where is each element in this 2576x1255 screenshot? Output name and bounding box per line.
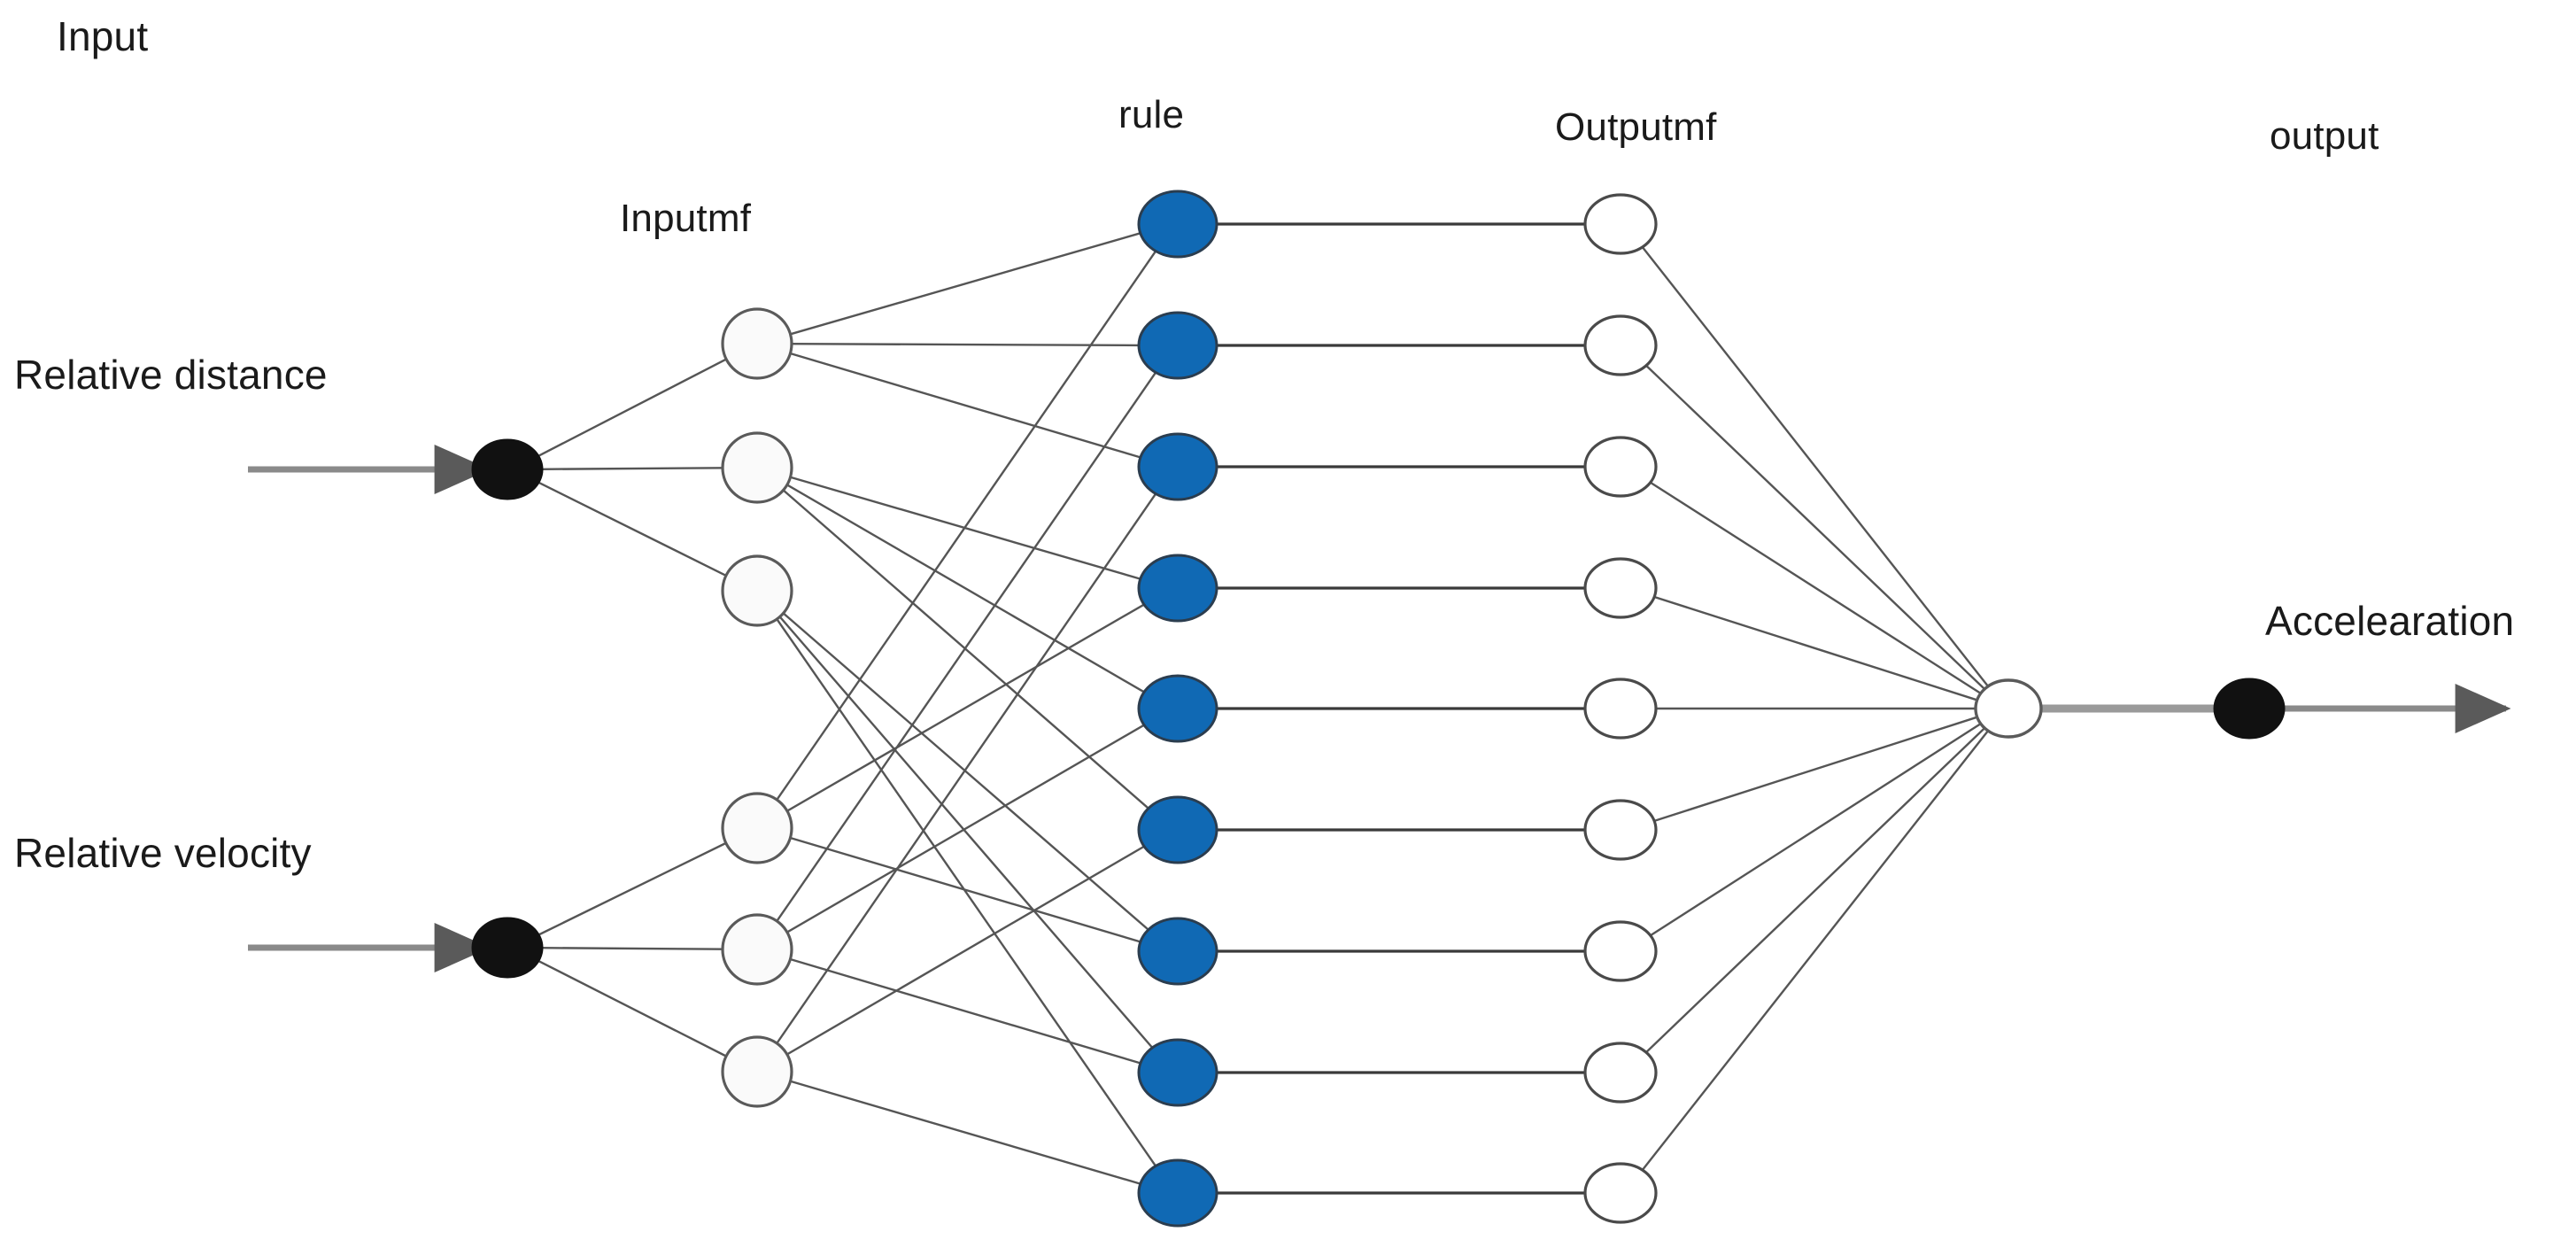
edge-outputmf-to-sum <box>1643 725 1988 1056</box>
edge-input-to-inputmf <box>536 480 730 578</box>
node-inputmf-imf6[interactable] <box>721 1035 793 1108</box>
edge-outputmf-to-sum <box>1651 594 1980 702</box>
node-outputmf-omf2[interactable] <box>1583 314 1658 376</box>
input-label-relative-velocity: Relative velocity <box>14 830 312 876</box>
node-inputmf-imf4[interactable] <box>721 792 793 864</box>
edge-inputmf-to-rule <box>787 1079 1144 1186</box>
edge-input-to-inputmf <box>539 467 726 470</box>
layer-label-inputmf: Inputmf <box>620 197 752 240</box>
edge-inputmf-to-rule <box>784 482 1148 695</box>
node-rule-r6[interactable] <box>1137 795 1218 864</box>
edge-inputmf-to-rule <box>787 957 1144 1065</box>
edge-inputmf-to-rule <box>774 491 1158 1047</box>
edge-inputmf-to-rule <box>780 610 1152 933</box>
edge-outputmf-to-sum <box>1640 244 1991 689</box>
edge-inputmf-to-rule <box>784 722 1148 935</box>
edge-inputmf-to-rule <box>787 351 1144 460</box>
node-sum-sum1[interactable] <box>1974 678 2043 739</box>
edge-inputmf-to-rule <box>774 616 1158 1169</box>
layer-label-outputmf: Outputmf <box>1555 105 1717 149</box>
edge-outputmf-to-sum <box>1644 362 1987 692</box>
node-rule-r9[interactable] <box>1137 1158 1218 1228</box>
node-inputmf-imf3[interactable] <box>721 554 793 627</box>
edge-input-to-inputmf <box>536 841 730 937</box>
edge-layer <box>536 222 2217 1195</box>
edge-inputmf-to-rule <box>787 835 1144 944</box>
edge-inputmf-to-rule <box>787 231 1144 337</box>
node-input-in1[interactable] <box>471 438 544 500</box>
node-outputmf-omf5[interactable] <box>1583 678 1658 740</box>
edge-outputmf-to-sum <box>1651 715 1980 824</box>
node-outputmf-omf7[interactable] <box>1583 920 1658 982</box>
edge-inputmf-to-rule <box>777 614 1156 1051</box>
node-rule-r5[interactable] <box>1137 674 1218 743</box>
output-label-accelearation: Accelearation <box>2265 598 2515 644</box>
node-rule-r7[interactable] <box>1137 917 1218 986</box>
layer-label-input: Input <box>57 13 149 59</box>
layer-label-output: output <box>2270 114 2379 158</box>
node-outputmf-omf9[interactable] <box>1583 1162 1658 1224</box>
layer-label-rule: rule <box>1118 93 1185 136</box>
node-rule-r8[interactable] <box>1137 1038 1218 1107</box>
edge-input-to-inputmf <box>536 357 730 458</box>
edge-inputmf-to-rule <box>784 843 1148 1057</box>
edge-inputmf-to-rule <box>774 248 1158 803</box>
node-rule-r3[interactable] <box>1137 432 1218 501</box>
edge-outputmf-to-sum <box>1647 480 1984 696</box>
node-input-in2[interactable] <box>471 917 544 979</box>
edge-input-to-inputmf <box>536 958 730 1059</box>
edge-inputmf-to-rule <box>780 487 1152 811</box>
edge-inputmf-to-rule <box>788 343 1142 347</box>
node-rule-r2[interactable] <box>1137 311 1218 380</box>
node-inputmf-imf5[interactable] <box>721 913 793 986</box>
node-rule-r1[interactable] <box>1137 190 1218 259</box>
edge-inputmf-to-rule <box>784 601 1148 814</box>
node-outputmf-omf3[interactable] <box>1583 436 1658 498</box>
node-outputmf-omf4[interactable] <box>1583 557 1658 619</box>
edge-input-to-inputmf <box>539 946 726 950</box>
node-inputmf-imf2[interactable] <box>721 431 793 504</box>
node-outputmf-omf1[interactable] <box>1583 193 1658 255</box>
edge-inputmf-to-rule <box>774 369 1158 925</box>
node-outputmf-omf6[interactable] <box>1583 799 1658 861</box>
node-inputmf-imf1[interactable] <box>721 307 793 380</box>
node-layer <box>471 190 2286 1228</box>
edge-outputmf-to-sum <box>1640 728 1991 1174</box>
input-label-relative-distance: Relative distance <box>14 352 328 398</box>
node-outputmf-omf8[interactable] <box>1583 1042 1658 1104</box>
node-rule-r4[interactable] <box>1137 554 1218 623</box>
arrow-layer <box>248 445 2511 972</box>
edge-outputmf-to-sum <box>1647 721 1984 938</box>
node-output-out1[interactable] <box>2213 678 2286 740</box>
